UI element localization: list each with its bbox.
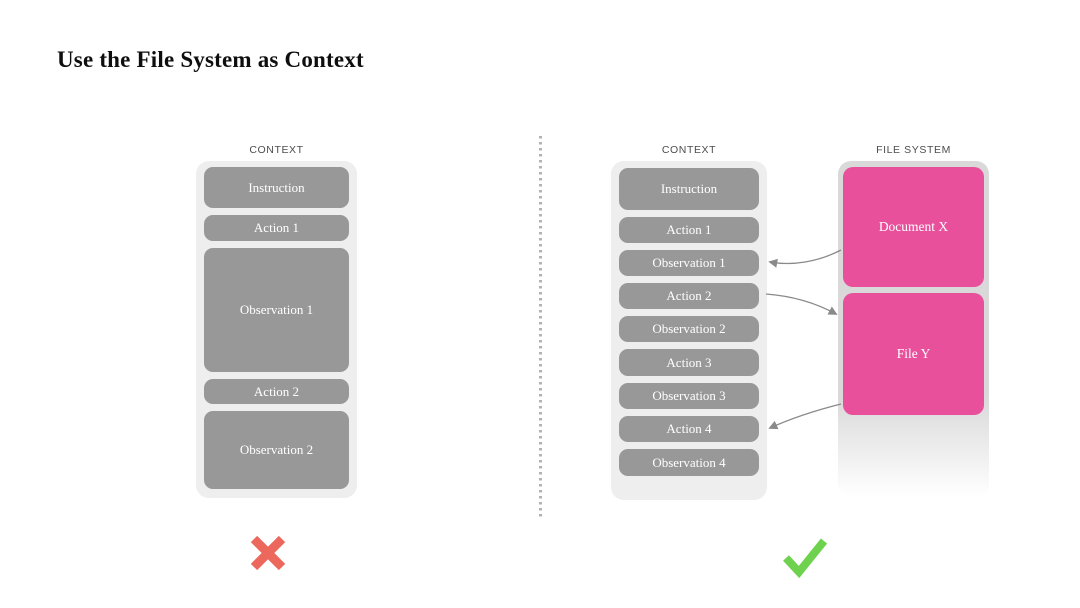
box-observation-4-right: Observation 4: [619, 449, 759, 476]
box-observation-1-right: Observation 1: [619, 250, 759, 276]
box-document-x: Document X: [843, 167, 984, 287]
arrow-filey-to-action4: [768, 403, 842, 430]
arrow-action2-to-filey: [765, 293, 838, 315]
box-action-1-left: Action 1: [204, 215, 349, 241]
context-column-label-right: CONTEXT: [661, 144, 717, 156]
file-system-column-label: FILE SYSTEM: [876, 144, 951, 156]
box-action-2-right: Action 2: [619, 283, 759, 309]
cross-icon: [250, 535, 286, 571]
box-instruction-right: Instruction: [619, 168, 759, 210]
box-observation-2-left: Observation 2: [204, 411, 349, 489]
arrow-documentx-to-observation1: [768, 249, 842, 268]
context-column-label-left: CONTEXT: [249, 144, 304, 156]
box-observation-3-right: Observation 3: [619, 383, 759, 409]
box-instruction-left: Instruction: [204, 167, 349, 208]
box-observation-2-right: Observation 2: [619, 316, 759, 342]
box-action-3-right: Action 3: [619, 349, 759, 376]
dotted-divider: [539, 136, 542, 520]
box-action-2-left: Action 2: [204, 379, 349, 404]
box-observation-1-left: Observation 1: [204, 248, 349, 372]
page-title: Use the File System as Context: [57, 47, 364, 72]
box-action-1-right: Action 1: [619, 217, 759, 243]
box-action-4-right: Action 4: [619, 416, 759, 442]
check-icon: [783, 538, 828, 579]
box-file-y: File Y: [843, 293, 984, 415]
